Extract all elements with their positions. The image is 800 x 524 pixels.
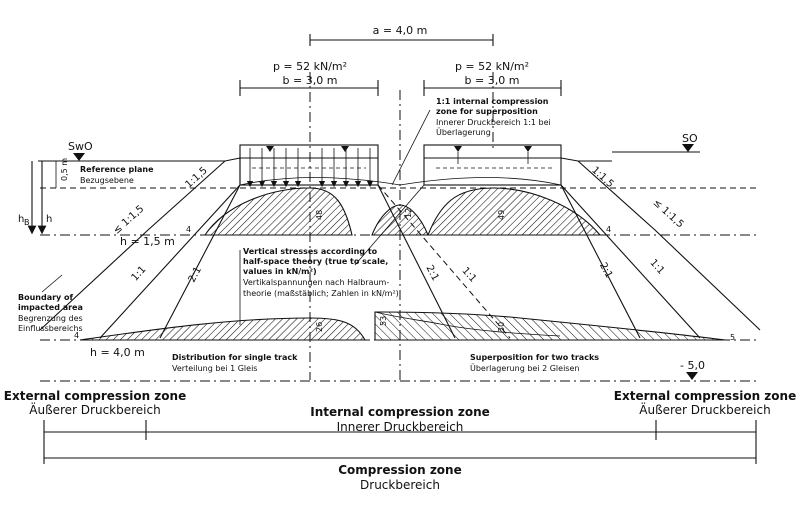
left-track-load-box xyxy=(239,144,379,188)
superposition-note: Superposition for two tracks Überlagerun… xyxy=(470,353,599,373)
compression-zone-de: Druckbereich xyxy=(360,478,440,492)
svg-text:h: h xyxy=(46,214,52,225)
b-right-label: b = 3,0 m xyxy=(465,74,520,87)
zone-dimensions xyxy=(43,420,757,464)
internal-de: Innerer Druckbereich xyxy=(337,420,464,434)
svg-text:1:1,5: 1:1,5 xyxy=(589,165,615,190)
svg-text:48: 48 xyxy=(315,210,324,220)
internal-en: Internal compression zone xyxy=(310,405,490,419)
svg-text:30: 30 xyxy=(497,322,506,332)
svg-text:Reference plane: Reference plane xyxy=(80,165,154,174)
stress-bulb-overlap-upper xyxy=(371,204,429,236)
svg-text:zone for superposition: zone for superposition xyxy=(436,107,538,116)
stress-bulb-left-upper xyxy=(203,187,353,236)
ref-height-label: 0,5 m xyxy=(60,158,69,181)
swo-label: SwO xyxy=(68,140,93,153)
level-minus5: - 5,0 xyxy=(680,359,705,380)
single-track-note: Distribution for single track Verteilung… xyxy=(172,353,298,373)
svg-text:Innerer Druckbereich 1:1 bei: Innerer Druckbereich 1:1 bei xyxy=(436,118,551,127)
svg-text:≤ 1:1,5: ≤ 1:1,5 xyxy=(111,203,146,236)
svg-text:26: 26 xyxy=(315,322,324,332)
svg-text:5: 5 xyxy=(730,333,735,342)
stress-single-left xyxy=(79,317,366,341)
svg-text:49: 49 xyxy=(497,210,506,220)
svg-text:≤ 1:1,5: ≤ 1:1,5 xyxy=(651,197,686,230)
ext-left-de: Äußerer Druckbereich xyxy=(29,402,160,417)
h15-label: h = 1,5 m xyxy=(120,235,175,248)
p-right-label: p = 52 kN/m² xyxy=(455,60,529,73)
svg-text:h: h xyxy=(18,214,24,225)
svg-text:2:1: 2:1 xyxy=(187,265,204,284)
svg-text:1:1: 1:1 xyxy=(459,265,478,284)
svg-text:53: 53 xyxy=(379,316,388,326)
embankment xyxy=(38,151,761,331)
level-swo: SwO xyxy=(68,140,93,161)
ext-right-de: Äußerer Druckbereich xyxy=(639,402,770,417)
svg-text:Einflussbereichs: Einflussbereichs xyxy=(18,324,83,333)
internal-compression-note: 1:1 internal compression zone for superp… xyxy=(391,97,551,186)
ext-right-en: External compression zone xyxy=(614,389,796,403)
right-track-load-box xyxy=(423,144,562,186)
svg-text:Überlagerung: Überlagerung xyxy=(436,127,491,137)
svg-text:2:1: 2:1 xyxy=(597,261,614,280)
reference-plane-note: Reference plane Bezugsebene xyxy=(80,165,154,185)
dimension-a: a = 4,0 m xyxy=(309,24,494,46)
svg-text:half-space theory (true to sca: half-space theory (true to scale, xyxy=(243,257,388,266)
svg-text:- 5,0: - 5,0 xyxy=(680,359,705,372)
svg-text:4: 4 xyxy=(186,225,191,234)
p-left-label: p = 52 kN/m² xyxy=(273,60,347,73)
svg-text:values in kN/m²): values in kN/m²) xyxy=(243,267,317,276)
svg-text:Begrenzung des: Begrenzung des xyxy=(18,314,83,323)
svg-text:12: 12 xyxy=(404,208,413,218)
h40-label: h = 4,0 m xyxy=(90,346,145,359)
compression-zone-en: Compression zone xyxy=(338,463,461,477)
dimension-right-load: p = 52 kN/m² b = 3,0 m xyxy=(423,60,562,96)
svg-text:1:1: 1:1 xyxy=(647,257,666,276)
svg-text:Boundary of: Boundary of xyxy=(18,293,74,302)
svg-text:4: 4 xyxy=(74,331,79,340)
level-so: SO xyxy=(682,132,698,152)
stress-superposition xyxy=(374,311,726,341)
svg-text:4: 4 xyxy=(606,225,611,234)
svg-text:1:1: 1:1 xyxy=(130,264,149,283)
svg-text:Distribution for single track: Distribution for single track xyxy=(172,353,298,362)
so-label: SO xyxy=(682,132,698,145)
svg-text:Superposition for two tracks: Superposition for two tracks xyxy=(470,353,599,362)
left-height-dimensions: h B h 0,5 m xyxy=(18,158,69,235)
svg-text:Vertikalspannungen nach Halbra: Vertikalspannungen nach Halbraum- xyxy=(243,278,389,287)
spread-lines xyxy=(99,184,701,339)
svg-text:Überlagerung bei 2 Gleisen: Überlagerung bei 2 Gleisen xyxy=(470,363,579,373)
dim-a-label: a = 4,0 m xyxy=(373,24,428,37)
stress-bulb-right-upper xyxy=(427,187,602,236)
svg-text:B: B xyxy=(24,218,30,227)
svg-text:1:1 internal compression: 1:1 internal compression xyxy=(436,97,549,106)
svg-text:impacted area: impacted area xyxy=(18,303,83,312)
boundary-note: Boundary of impacted area Begrenzung des… xyxy=(18,274,83,333)
svg-text:theorie (maßstäblich; Zahlen i: theorie (maßstäblich; Zahlen in kN/m²) xyxy=(243,289,399,298)
svg-text:Bezugsebene: Bezugsebene xyxy=(80,176,134,185)
ext-left-en: External compression zone xyxy=(4,389,186,403)
dimension-left-load: p = 52 kN/m² b = 3,0 m xyxy=(239,60,379,96)
svg-text:Vertical stresses according to: Vertical stresses according to xyxy=(243,247,378,256)
vertical-stresses-note: Vertical stresses according to half-spac… xyxy=(239,247,399,325)
svg-text:Verteilung bei 1 Gleis: Verteilung bei 1 Gleis xyxy=(172,364,257,373)
